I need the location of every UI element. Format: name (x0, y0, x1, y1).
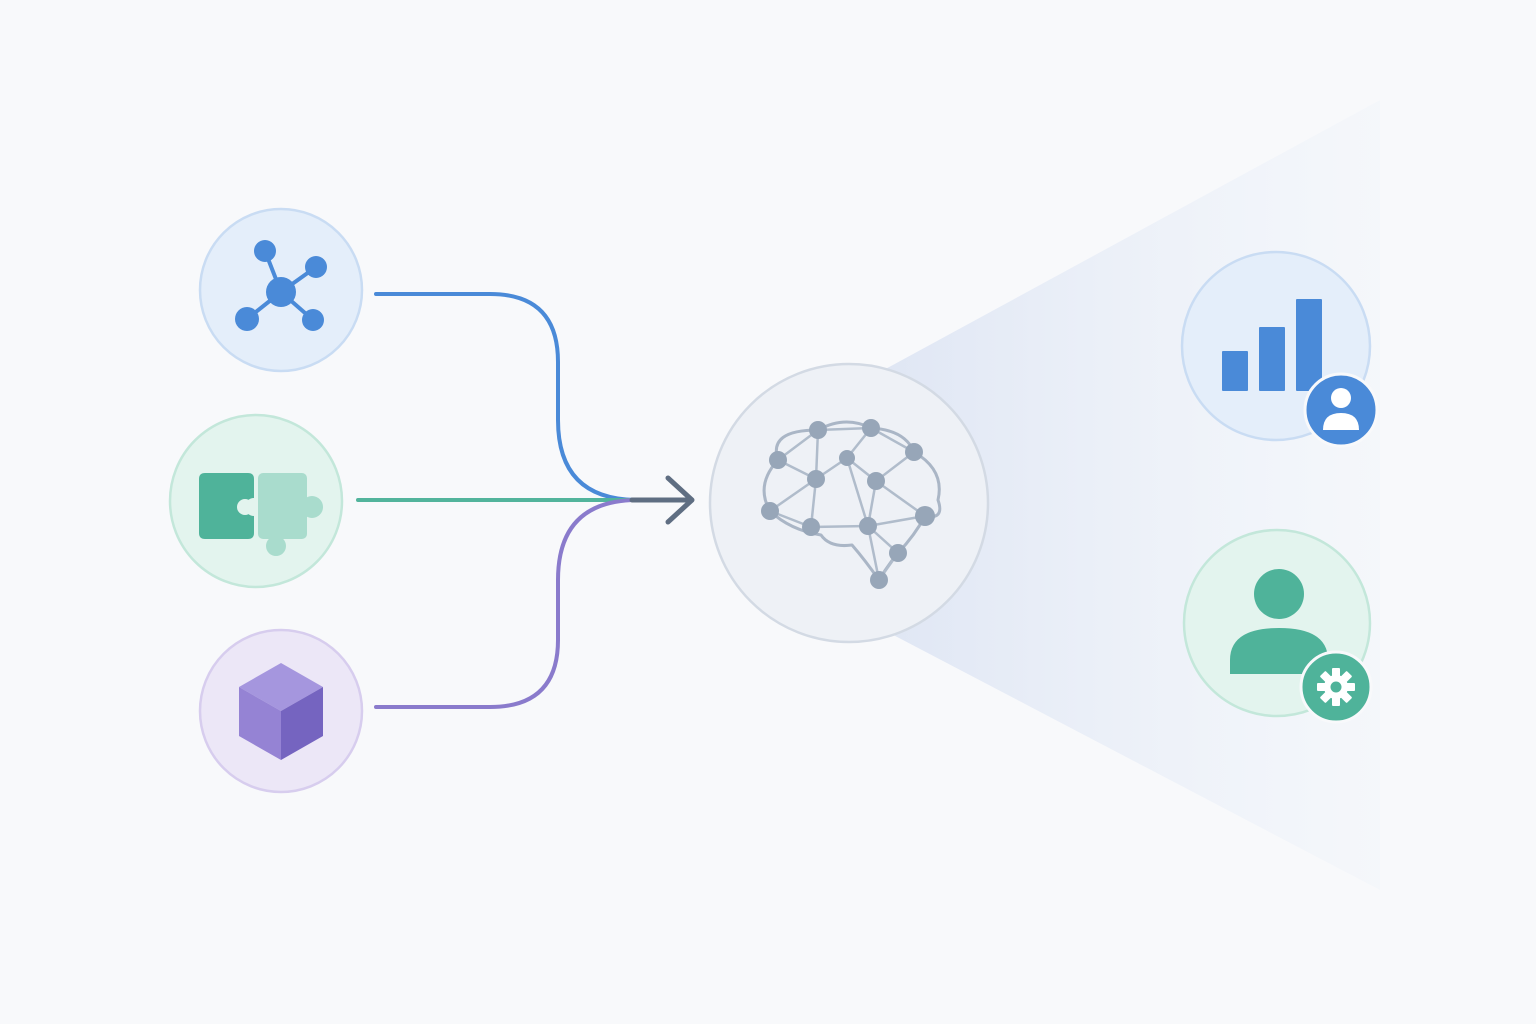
user-icon (1230, 569, 1328, 674)
user-settings-node (1182, 528, 1373, 724)
puzzle-node (168, 413, 344, 589)
network-node (198, 207, 364, 373)
arrow-head-icon (629, 475, 695, 525)
puzzle-icon (199, 473, 323, 556)
gear-badge-icon (1299, 650, 1373, 724)
connector-purple (374, 498, 640, 709)
user-badge-icon (1303, 372, 1379, 448)
bar-chart-icon (1222, 299, 1322, 391)
network-icon (235, 240, 327, 331)
analytics-user-node (1180, 250, 1379, 448)
connector-blue (374, 292, 640, 502)
brain-node (708, 362, 990, 644)
cube-icon (239, 663, 323, 760)
neural-brain-icon (761, 419, 942, 589)
cube-node (198, 628, 364, 794)
connectors (356, 292, 640, 709)
